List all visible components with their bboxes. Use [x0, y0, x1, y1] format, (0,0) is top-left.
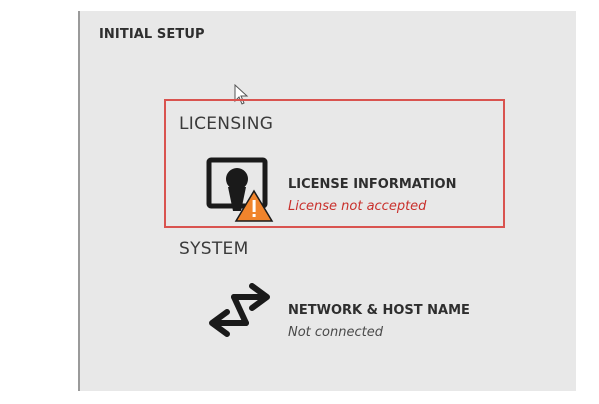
- window-title: INITIAL SETUP: [99, 27, 205, 42]
- spoke-status-license: License not accepted: [288, 199, 427, 214]
- section-heading-system: SYSTEM: [179, 239, 249, 259]
- license-document-warning-icon: [206, 157, 274, 222]
- network-arrows-icon: [209, 283, 270, 337]
- spoke-network-host-name[interactable]: NETWORK & HOST NAME Not connected: [206, 283, 470, 343]
- licensing-highlight-frame: [164, 99, 505, 228]
- initial-setup-window: INITIAL SETUP LICENSING LICENSE INFORMAT…: [78, 11, 576, 391]
- section-heading-licensing: LICENSING: [179, 114, 274, 134]
- spoke-license-information[interactable]: LICENSE INFORMATION License not accepted: [206, 157, 456, 223]
- spoke-status-network: Not connected: [288, 325, 383, 340]
- spoke-title-network-host-name: NETWORK & HOST NAME: [288, 303, 470, 318]
- spoke-title-license-information: LICENSE INFORMATION: [288, 177, 457, 192]
